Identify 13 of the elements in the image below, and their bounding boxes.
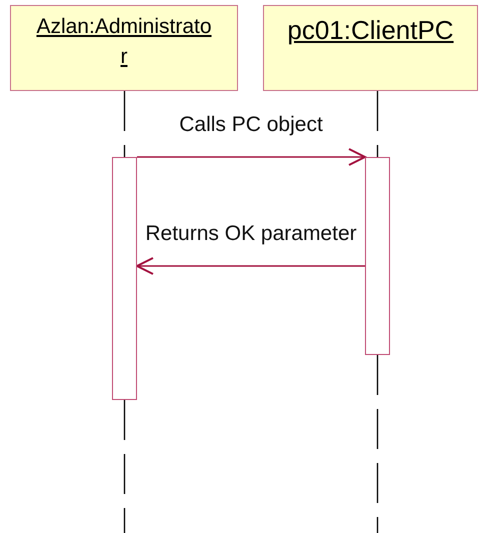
object-box bbox=[10, 5, 238, 91]
object-box bbox=[263, 5, 478, 91]
object-name: pc01:ClientPC bbox=[287, 15, 454, 45]
message-arrow bbox=[137, 148, 366, 166]
activation-bar bbox=[365, 157, 390, 355]
lifeline bbox=[376, 91, 378, 157]
message-arrow bbox=[136, 257, 365, 275]
lifeline bbox=[376, 355, 378, 533]
message-label: Calls PC object bbox=[177, 113, 325, 137]
lifeline bbox=[124, 400, 126, 533]
lifeline bbox=[124, 91, 126, 157]
object-name: Azlan:Administrator bbox=[36, 15, 212, 68]
activation-bar bbox=[112, 157, 137, 400]
